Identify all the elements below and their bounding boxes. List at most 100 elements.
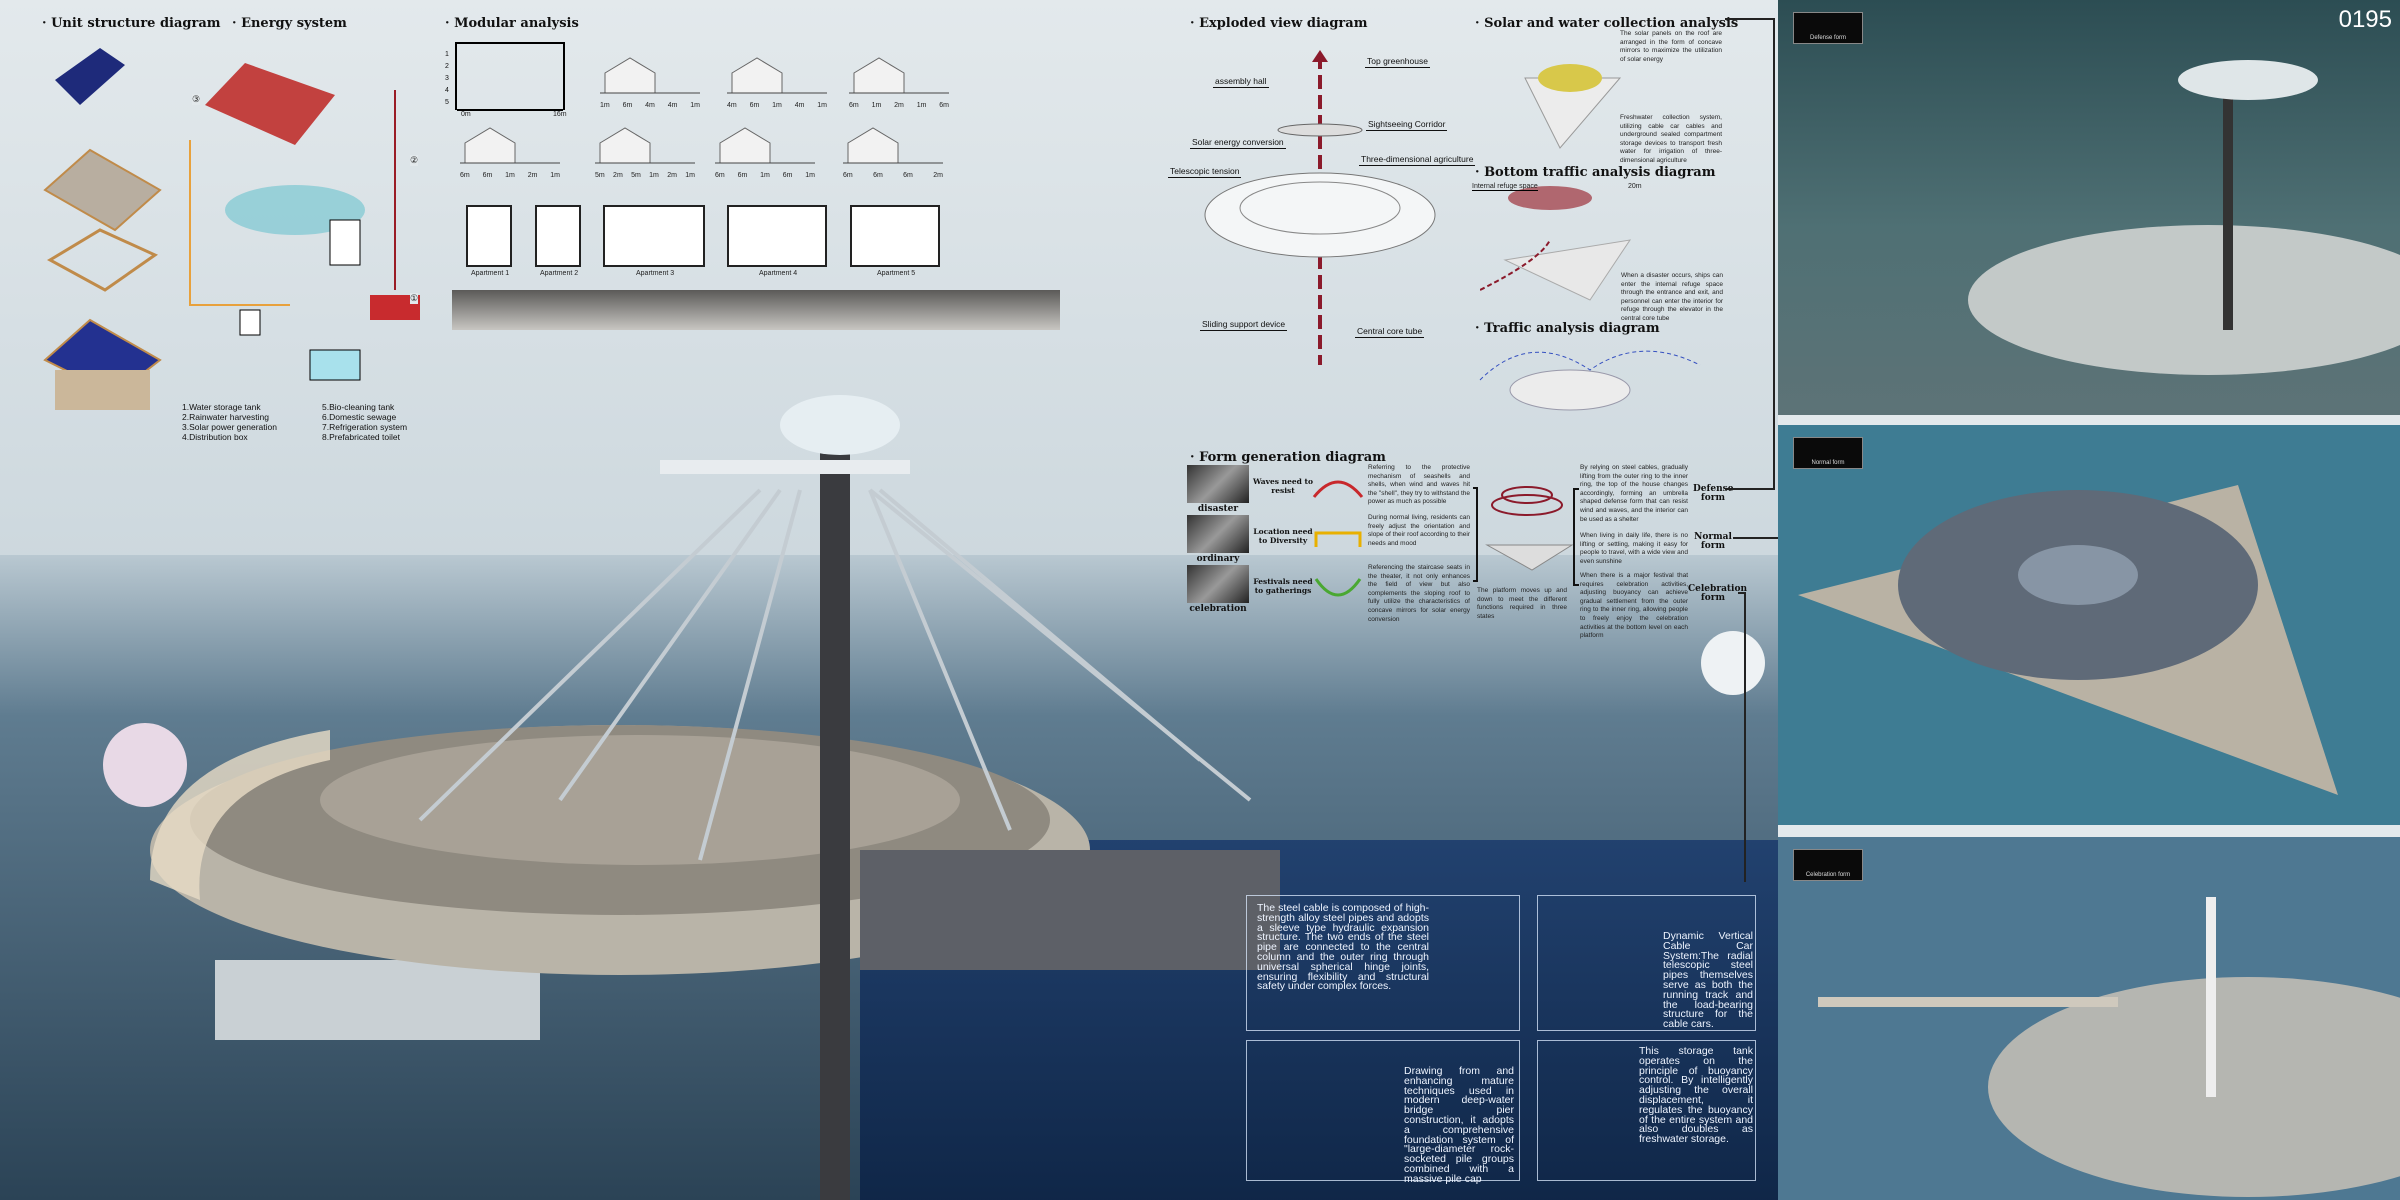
blueprint-text: Drawing from and enhancing mature techni… bbox=[1404, 1065, 1514, 1185]
label-central-core: Central core tube bbox=[1355, 326, 1425, 338]
normal-text: When living in daily life, there is no l… bbox=[1580, 532, 1688, 565]
defense-form-label: Defense form bbox=[1693, 484, 1734, 503]
dimension-label: 6m bbox=[460, 172, 470, 179]
marker-1: ① bbox=[410, 293, 419, 304]
apartment-plan bbox=[727, 205, 827, 267]
form-photo bbox=[1187, 465, 1249, 503]
dimension-label: 4m bbox=[645, 102, 655, 109]
photo-defense-form: Defense form 0195 bbox=[1778, 0, 2400, 415]
blueprint-text: The steel cable is composed of high-stre… bbox=[1257, 902, 1429, 993]
traffic-analysis-title: Traffic analysis diagram bbox=[1475, 321, 1660, 336]
unit-structure-diagram bbox=[43, 48, 162, 410]
celebration-text: When there is a major festival that requ… bbox=[1580, 572, 1688, 640]
pier-left bbox=[215, 960, 540, 1040]
label-solar-energy: Solar energy conversion bbox=[1190, 137, 1286, 149]
celebration-form-label: Celebration form bbox=[1688, 584, 1748, 603]
form-text: During normal living, residents can free… bbox=[1368, 514, 1470, 547]
energy-legend-col2: 5.Bio-cleaning tank 6.Domestic sewage 7.… bbox=[322, 402, 407, 442]
connector-celebration bbox=[1738, 592, 1746, 882]
street-elevation bbox=[452, 290, 1060, 330]
apartment-label: Apartment 4 bbox=[759, 270, 798, 277]
dimension-label: 2m bbox=[933, 172, 943, 179]
height-label: 20m bbox=[1628, 183, 1642, 190]
dimension-label: 6m bbox=[903, 172, 913, 179]
form-need-label: Location need to Diversity bbox=[1253, 527, 1313, 545]
steel-cables bbox=[418, 488, 1252, 861]
form-need-label: Waves need to resist bbox=[1253, 477, 1313, 495]
dimension-label: 6m bbox=[749, 102, 760, 109]
dimension-label: 6m bbox=[737, 172, 748, 179]
solar-text: The solar panels on the roof are arrange… bbox=[1620, 30, 1722, 63]
blueprint-text: Dynamic Vertical Cable Car System:The ra… bbox=[1663, 930, 1753, 1031]
form-need-label: Festivals need to gatherings bbox=[1253, 577, 1313, 595]
label-agriculture: Three-dimensional agriculture bbox=[1359, 154, 1476, 166]
connector-normal bbox=[1733, 537, 1778, 539]
dimension-label: 1m bbox=[649, 172, 659, 179]
form-photo bbox=[1187, 515, 1249, 553]
grid-row-label: 5 bbox=[445, 99, 449, 106]
apartment-label: Apartment 2 bbox=[540, 270, 579, 277]
apartment-label: Apartment 3 bbox=[636, 270, 675, 277]
form-photo-label: disaster bbox=[1197, 504, 1239, 514]
tower-top-platform bbox=[660, 460, 910, 474]
dimension-label: 1m bbox=[871, 102, 882, 109]
dimension-label: 2m bbox=[667, 172, 677, 179]
energy-system-diagram bbox=[189, 63, 420, 381]
energy-system-title: Energy system bbox=[232, 16, 347, 31]
apartment-label: Apartment 5 bbox=[877, 270, 916, 277]
thumb-celebration: Celebration form bbox=[1793, 849, 1863, 881]
form-photo-label: ordinary bbox=[1196, 554, 1240, 564]
glass-arcade bbox=[150, 730, 330, 900]
form-text: Referencing the staircase seats in the t… bbox=[1368, 564, 1470, 623]
board-number: 0195 bbox=[2338, 6, 2392, 33]
apartment-plan bbox=[466, 205, 512, 267]
form-text: Referring to the protective mechanism of… bbox=[1368, 464, 1470, 506]
form-icon bbox=[1314, 578, 1362, 597]
dimension-label: 6m bbox=[782, 172, 793, 179]
label-sliding-support: Sliding support device bbox=[1200, 319, 1288, 331]
blueprint-cable: The steel cable is composed of high-stre… bbox=[1246, 895, 1520, 1031]
blueprint-text: This storage tank operates on the princi… bbox=[1639, 1045, 1753, 1146]
bracket-right bbox=[1573, 488, 1579, 586]
modular-analysis-title: Modular analysis bbox=[445, 16, 579, 31]
cut-section bbox=[860, 850, 1280, 970]
dimension-label: 6m bbox=[849, 102, 859, 109]
exploded-view-title: Exploded view diagram bbox=[1190, 16, 1367, 31]
apartment-label: Apartment 1 bbox=[471, 270, 510, 277]
bottom-traffic-title: Bottom traffic analysis diagram bbox=[1475, 165, 1715, 180]
platform-text: The platform moves up and down to meet t… bbox=[1477, 587, 1567, 620]
dimension-label: 1m bbox=[690, 102, 700, 109]
grid-row-label: 2 bbox=[445, 63, 449, 70]
solar-water-title: Solar and water collection analysis bbox=[1475, 16, 1738, 31]
thumb-defense: Defense form bbox=[1793, 12, 1863, 44]
grid-start-label: 0m bbox=[461, 111, 471, 118]
dimension-label: 1m bbox=[550, 172, 560, 179]
form-icon bbox=[1312, 480, 1364, 498]
dimension-label: 1m bbox=[916, 102, 927, 109]
grid-row-label: 4 bbox=[445, 87, 449, 94]
dimension-label: 6m bbox=[843, 172, 853, 179]
dimension-label: 6m bbox=[873, 172, 883, 179]
connector-defense bbox=[1725, 18, 1775, 490]
grid-row-label: 3 bbox=[445, 75, 449, 82]
label-sightseeing-corridor: Sightseeing Corridor bbox=[1366, 119, 1448, 131]
exploded-diagram bbox=[1204, 50, 1436, 365]
dimension-label: 1m bbox=[600, 102, 610, 109]
hot-air-balloon bbox=[103, 723, 187, 807]
legend-item: 2.Rainwater harvesting bbox=[182, 412, 269, 422]
photo-celebration-form: Celebration form bbox=[1778, 837, 2400, 1200]
inner-ring bbox=[320, 735, 960, 865]
form-photo-label: celebration bbox=[1189, 604, 1247, 614]
dimension-label: 4m bbox=[794, 102, 805, 109]
blueprint-foundation: Drawing from and enhancing mature techni… bbox=[1246, 1040, 1520, 1184]
photo-normal-form: Normal form bbox=[1778, 425, 2400, 825]
dimension-label: 2m bbox=[894, 102, 904, 109]
top-greenhouse-dome bbox=[780, 395, 900, 455]
dimension-label: 5m bbox=[631, 172, 641, 179]
legend-item: 6.Domestic sewage bbox=[322, 412, 397, 422]
label-top-greenhouse: Top greenhouse bbox=[1365, 56, 1430, 68]
normal-form-label: Normal form bbox=[1694, 532, 1732, 551]
